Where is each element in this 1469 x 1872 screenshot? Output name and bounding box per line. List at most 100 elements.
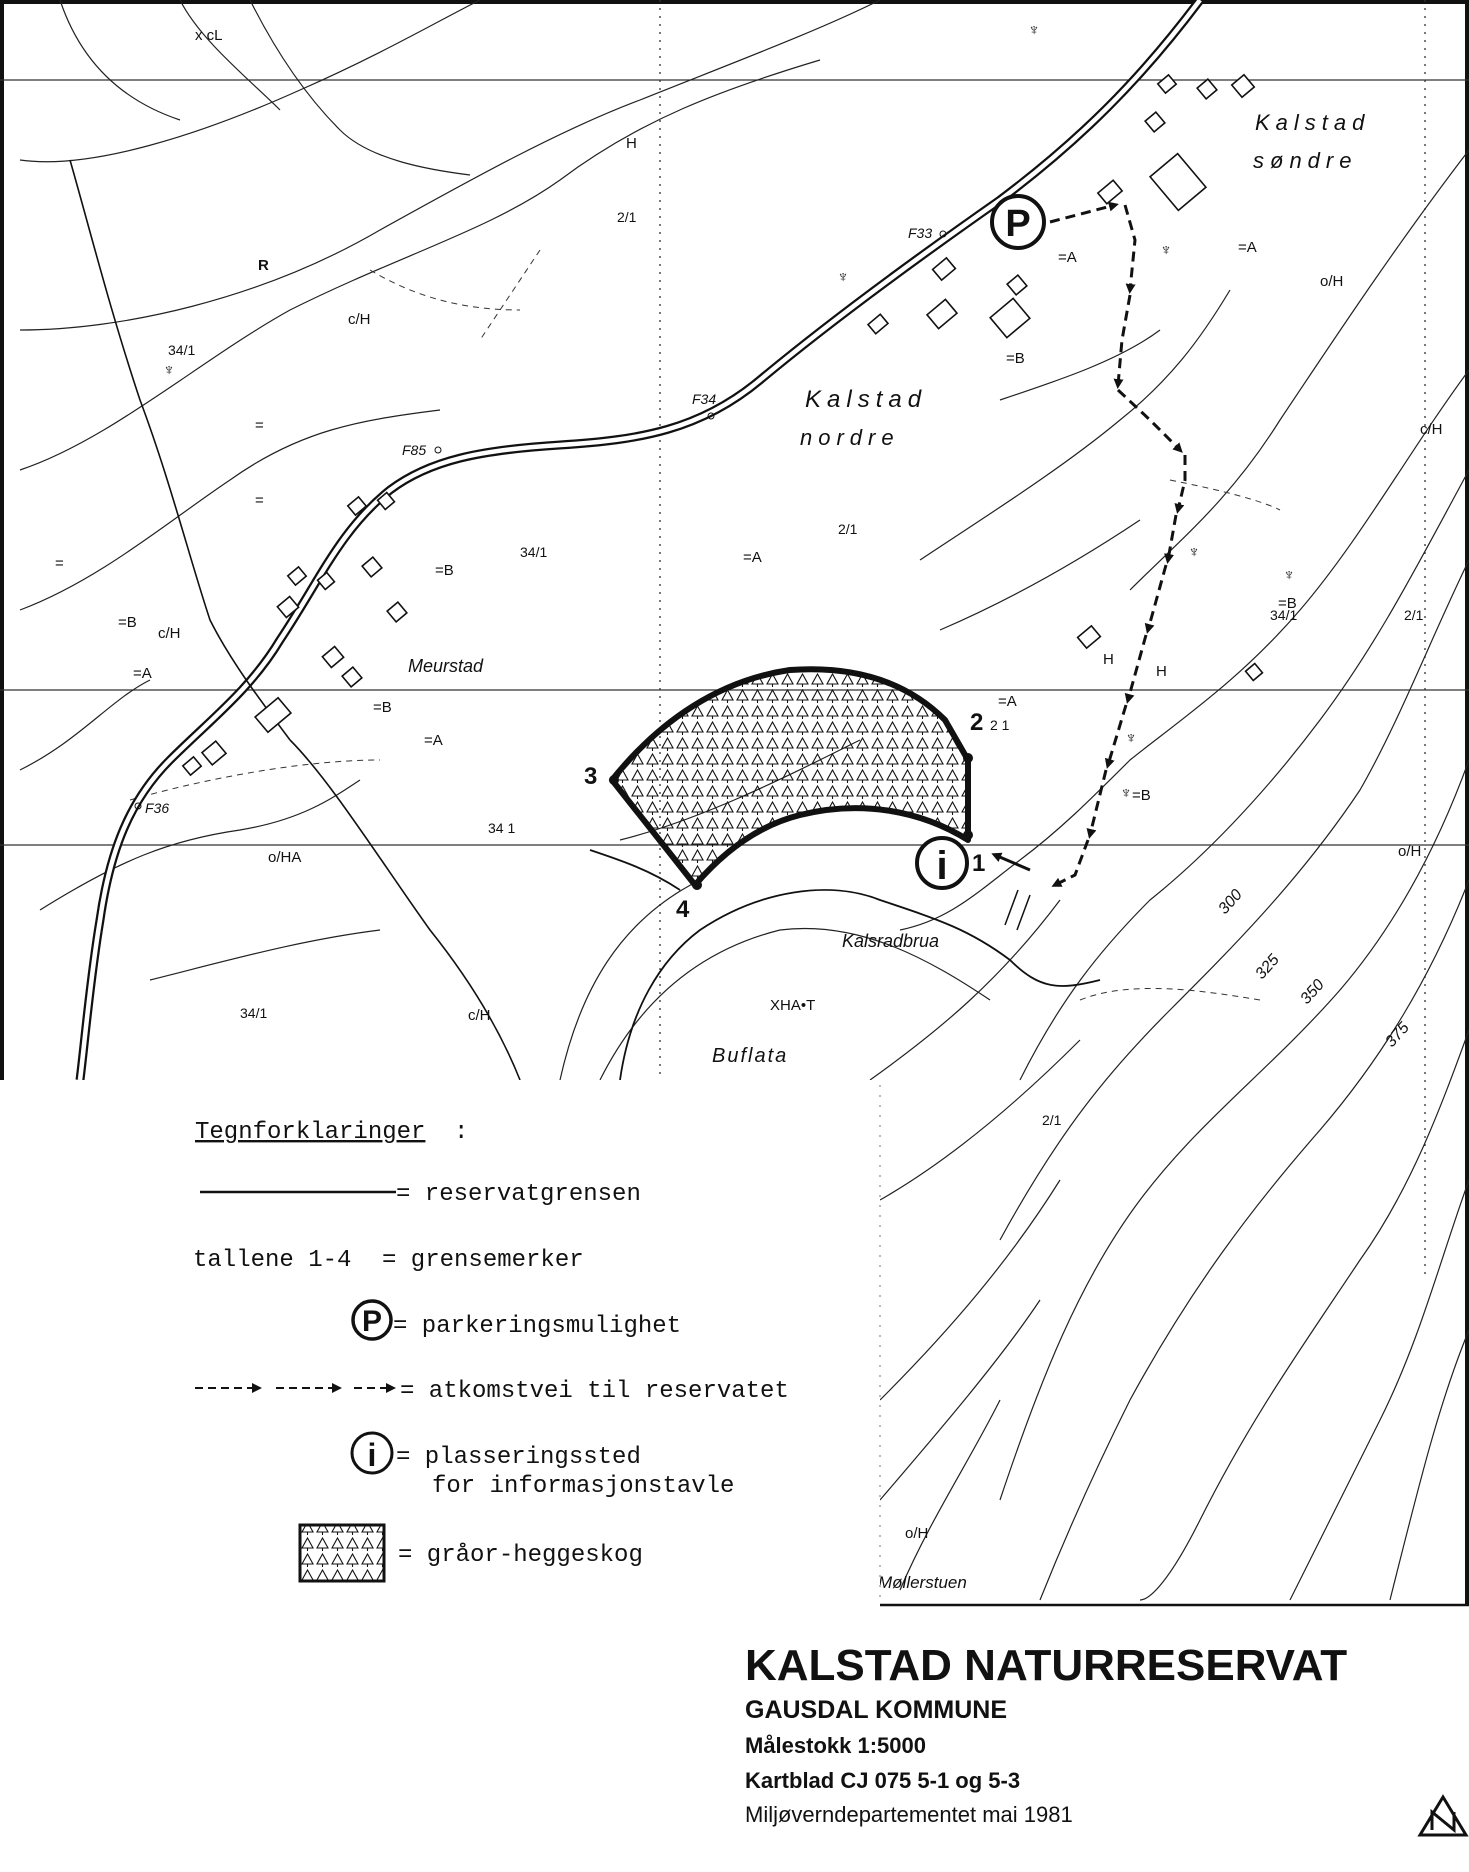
parcel-label: 2/1 (838, 521, 858, 537)
legend-info-icon: i (350, 1431, 394, 1475)
legend-item-parking: = parkeringsmulighet (393, 1313, 681, 1340)
fixpoint-f36: F36 (145, 800, 169, 816)
fixpoint-f33: F33 (908, 225, 932, 241)
place-buflata: Buflata (712, 1045, 788, 1067)
contour-label: 375 (1382, 1019, 1413, 1050)
place-kalsradbrua: Kalsradbrua (842, 931, 939, 951)
fixpoint-f34: F34 (692, 391, 716, 407)
buildings (181, 73, 1264, 777)
landuse-label: =A (1238, 239, 1257, 256)
marker-4: 4 (676, 896, 690, 923)
legend-panel (0, 1080, 1469, 1872)
municipality: GAUSDAL KOMMUNE (745, 1696, 1007, 1724)
svg-text:♆: ♆ (1125, 730, 1137, 747)
place-kalstad-nordre: Kalstad (805, 386, 927, 413)
vegetation-label: R (258, 257, 269, 274)
contour-lines (19, 0, 1469, 1601)
parcel-label: 34 1 (488, 820, 515, 836)
parcel-label: 2 1 (990, 717, 1010, 733)
reserve-area (609, 666, 973, 890)
svg-text:♆: ♆ (1120, 785, 1132, 802)
parcel-label: 2/1 (617, 209, 637, 225)
landuse-label: =A (743, 549, 762, 566)
landuse-label: =A (133, 665, 152, 682)
legend-item-access: = atkomstvei til reservatet (400, 1378, 789, 1405)
landuse-label: =B (118, 614, 137, 631)
legend-item-markers: = grensemerker (382, 1247, 584, 1274)
parcel-label: 2/1 (1404, 607, 1424, 623)
legend-parking-glyph: P (362, 1305, 382, 1338)
vegetation-label: o/HA (268, 849, 301, 866)
vegetation-codes: H H H c/H c/H o/H o/HA c/H o/H o/H c/H X… (158, 27, 1443, 1542)
parcel-label: 34/1 (1270, 607, 1297, 623)
marker-3: 3 (584, 763, 597, 790)
landuse-label: =B (1006, 350, 1025, 367)
landuse-label: = (55, 555, 64, 572)
boundary-markers: 1 2 3 4 (584, 709, 985, 923)
marker-1: 1 (972, 850, 985, 877)
vegetation-label: XHA•T (770, 997, 815, 1014)
info-icon: i (915, 836, 969, 890)
contour-label: 350 (1297, 976, 1328, 1007)
scale: Målestokk 1:5000 (745, 1733, 926, 1758)
legend-item-forest: = gråor-heggeskog (398, 1542, 643, 1569)
landuse-label: = (255, 417, 264, 434)
place-mollerstuen: Møllerstuen (878, 1573, 967, 1592)
vegetation-label: o/H (1320, 273, 1343, 290)
legend-info-glyph: i (368, 1437, 377, 1473)
vegetation-label: o/H (905, 1525, 928, 1542)
place-kalstad-sondre-2: søndre (1253, 148, 1357, 173)
svg-text:♆: ♆ (1028, 22, 1040, 39)
place-meurstad: Meurstad (408, 656, 484, 676)
north-arrow-icon (1417, 1794, 1469, 1837)
svg-text:♆: ♆ (163, 362, 175, 379)
map-title: KALSTAD NATURRESERVAT (745, 1641, 1347, 1690)
landuse-label: =B (373, 699, 392, 716)
parcel-label: 34/1 (168, 342, 195, 358)
tracks (129, 249, 1281, 1001)
landuse-label: =B (1132, 787, 1151, 804)
landuse-label: = (255, 492, 264, 509)
legend: Tegnforklaringer : = reservatgrensen tal… (193, 1119, 789, 1583)
svg-text:♆: ♆ (1160, 242, 1172, 259)
legend-forest-symbol (298, 1523, 386, 1583)
place-names: Kalstad søndre Kalstad nordre Meurstad K… (408, 110, 1370, 1592)
vegetation-label: c/H (158, 625, 181, 642)
svg-text:♆: ♆ (837, 269, 849, 286)
stream (69, 159, 521, 1081)
info-symbol: i (936, 844, 947, 888)
contour-labels: 300 325 350 375 (1215, 886, 1413, 1050)
reserve-boundary (609, 666, 971, 888)
main-road (75, 0, 1204, 1081)
bridge-icon (1004, 889, 1031, 931)
parcel-label: 2/1 (1042, 1112, 1062, 1128)
legend-parking-icon: P (351, 1299, 393, 1341)
legend-item-info-2: for informasjonstavle (432, 1473, 734, 1500)
place-kalstad-sondre: Kalstad (1255, 110, 1370, 135)
vegetation-label: H (626, 135, 637, 152)
title-block: KALSTAD NATURRESERVAT GAUSDAL KOMMUNE Må… (745, 1641, 1347, 1827)
river-banks (589, 849, 1101, 1081)
sheet: Kartblad CJ 075 5-1 og 5-3 (745, 1768, 1020, 1793)
vegetation-label: x cL (195, 27, 223, 44)
legend-heading: Tegnforklaringer (195, 1119, 425, 1146)
place-kalstad-nordre-2: nordre (800, 425, 900, 450)
vegetation-label: c/H (348, 311, 371, 328)
landuse-label: =B (435, 562, 454, 579)
svg-text:♆: ♆ (1283, 567, 1295, 584)
parcel-label: 34/1 (520, 544, 547, 560)
contour-label: 325 (1252, 951, 1283, 982)
parking-symbol: P (1005, 203, 1030, 245)
landuse-label: =B (1278, 595, 1297, 612)
vegetation-label: H (1103, 651, 1114, 668)
legend-heading-colon: : (454, 1119, 468, 1146)
legend-item-boundary: = reservatgrensen (396, 1181, 641, 1208)
access-path (991, 201, 1187, 887)
parcel-numbers: 34/1 34/1 34/1 34 1 34/1 2/1 2/1 2/1 2/1… (168, 209, 1424, 1128)
vegetation-label: o/H (1398, 843, 1421, 860)
landuse-label: =A (1058, 249, 1077, 266)
fixpoint-f85: F85 (402, 442, 426, 458)
svg-text:♆: ♆ (1188, 544, 1200, 561)
